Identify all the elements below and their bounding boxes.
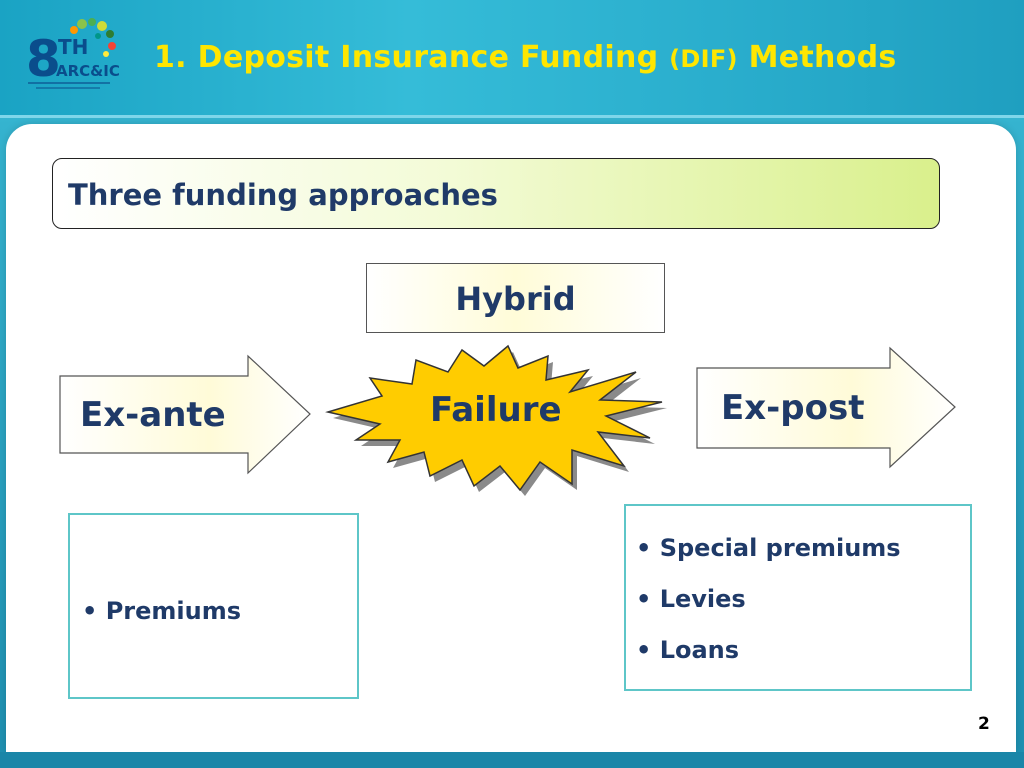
logo-number: 8 <box>26 30 61 88</box>
ex-ante-methods-box <box>68 513 359 699</box>
list-item-text: Levies <box>659 585 746 613</box>
list-item-text: Premiums <box>105 597 242 625</box>
ex-ante-arrow <box>59 354 311 475</box>
ex-ante-label: Ex-ante <box>80 395 226 435</box>
list-item: • Loans <box>636 636 740 664</box>
title-abbr: (DIF) <box>669 45 738 73</box>
title-end: Methods <box>737 40 897 75</box>
list-item: • Special premiums <box>636 534 901 562</box>
logo-sub: ARC&IC <box>56 62 120 80</box>
title-main: 1. Deposit Insurance Funding <box>154 40 670 75</box>
ex-post-label: Ex-post <box>721 388 865 428</box>
approaches-banner <box>52 158 940 229</box>
hybrid-box <box>366 263 665 333</box>
list-item-text: Loans <box>659 636 740 664</box>
approaches-heading: Three funding approaches <box>68 178 498 212</box>
ex-post-arrow <box>696 346 956 469</box>
list-item-text: Special premiums <box>659 534 901 562</box>
failure-label: Failure <box>430 390 562 430</box>
list-item: • Premiums <box>82 597 242 625</box>
page-number: 2 <box>978 714 990 734</box>
logo-th: TH <box>58 35 88 59</box>
footer-band <box>0 752 1024 768</box>
hybrid-label: Hybrid <box>455 280 576 318</box>
slide-header: 8 TH ARC&IC 1. Deposit Insurance Funding… <box>0 0 1024 118</box>
slide-title: 1. Deposit Insurance Funding (DIF) Metho… <box>154 40 897 75</box>
failure-burst <box>325 344 663 492</box>
conference-logo: 8 TH ARC&IC <box>26 18 120 89</box>
list-item: • Levies <box>636 585 746 613</box>
ex-post-methods-box <box>624 504 972 691</box>
